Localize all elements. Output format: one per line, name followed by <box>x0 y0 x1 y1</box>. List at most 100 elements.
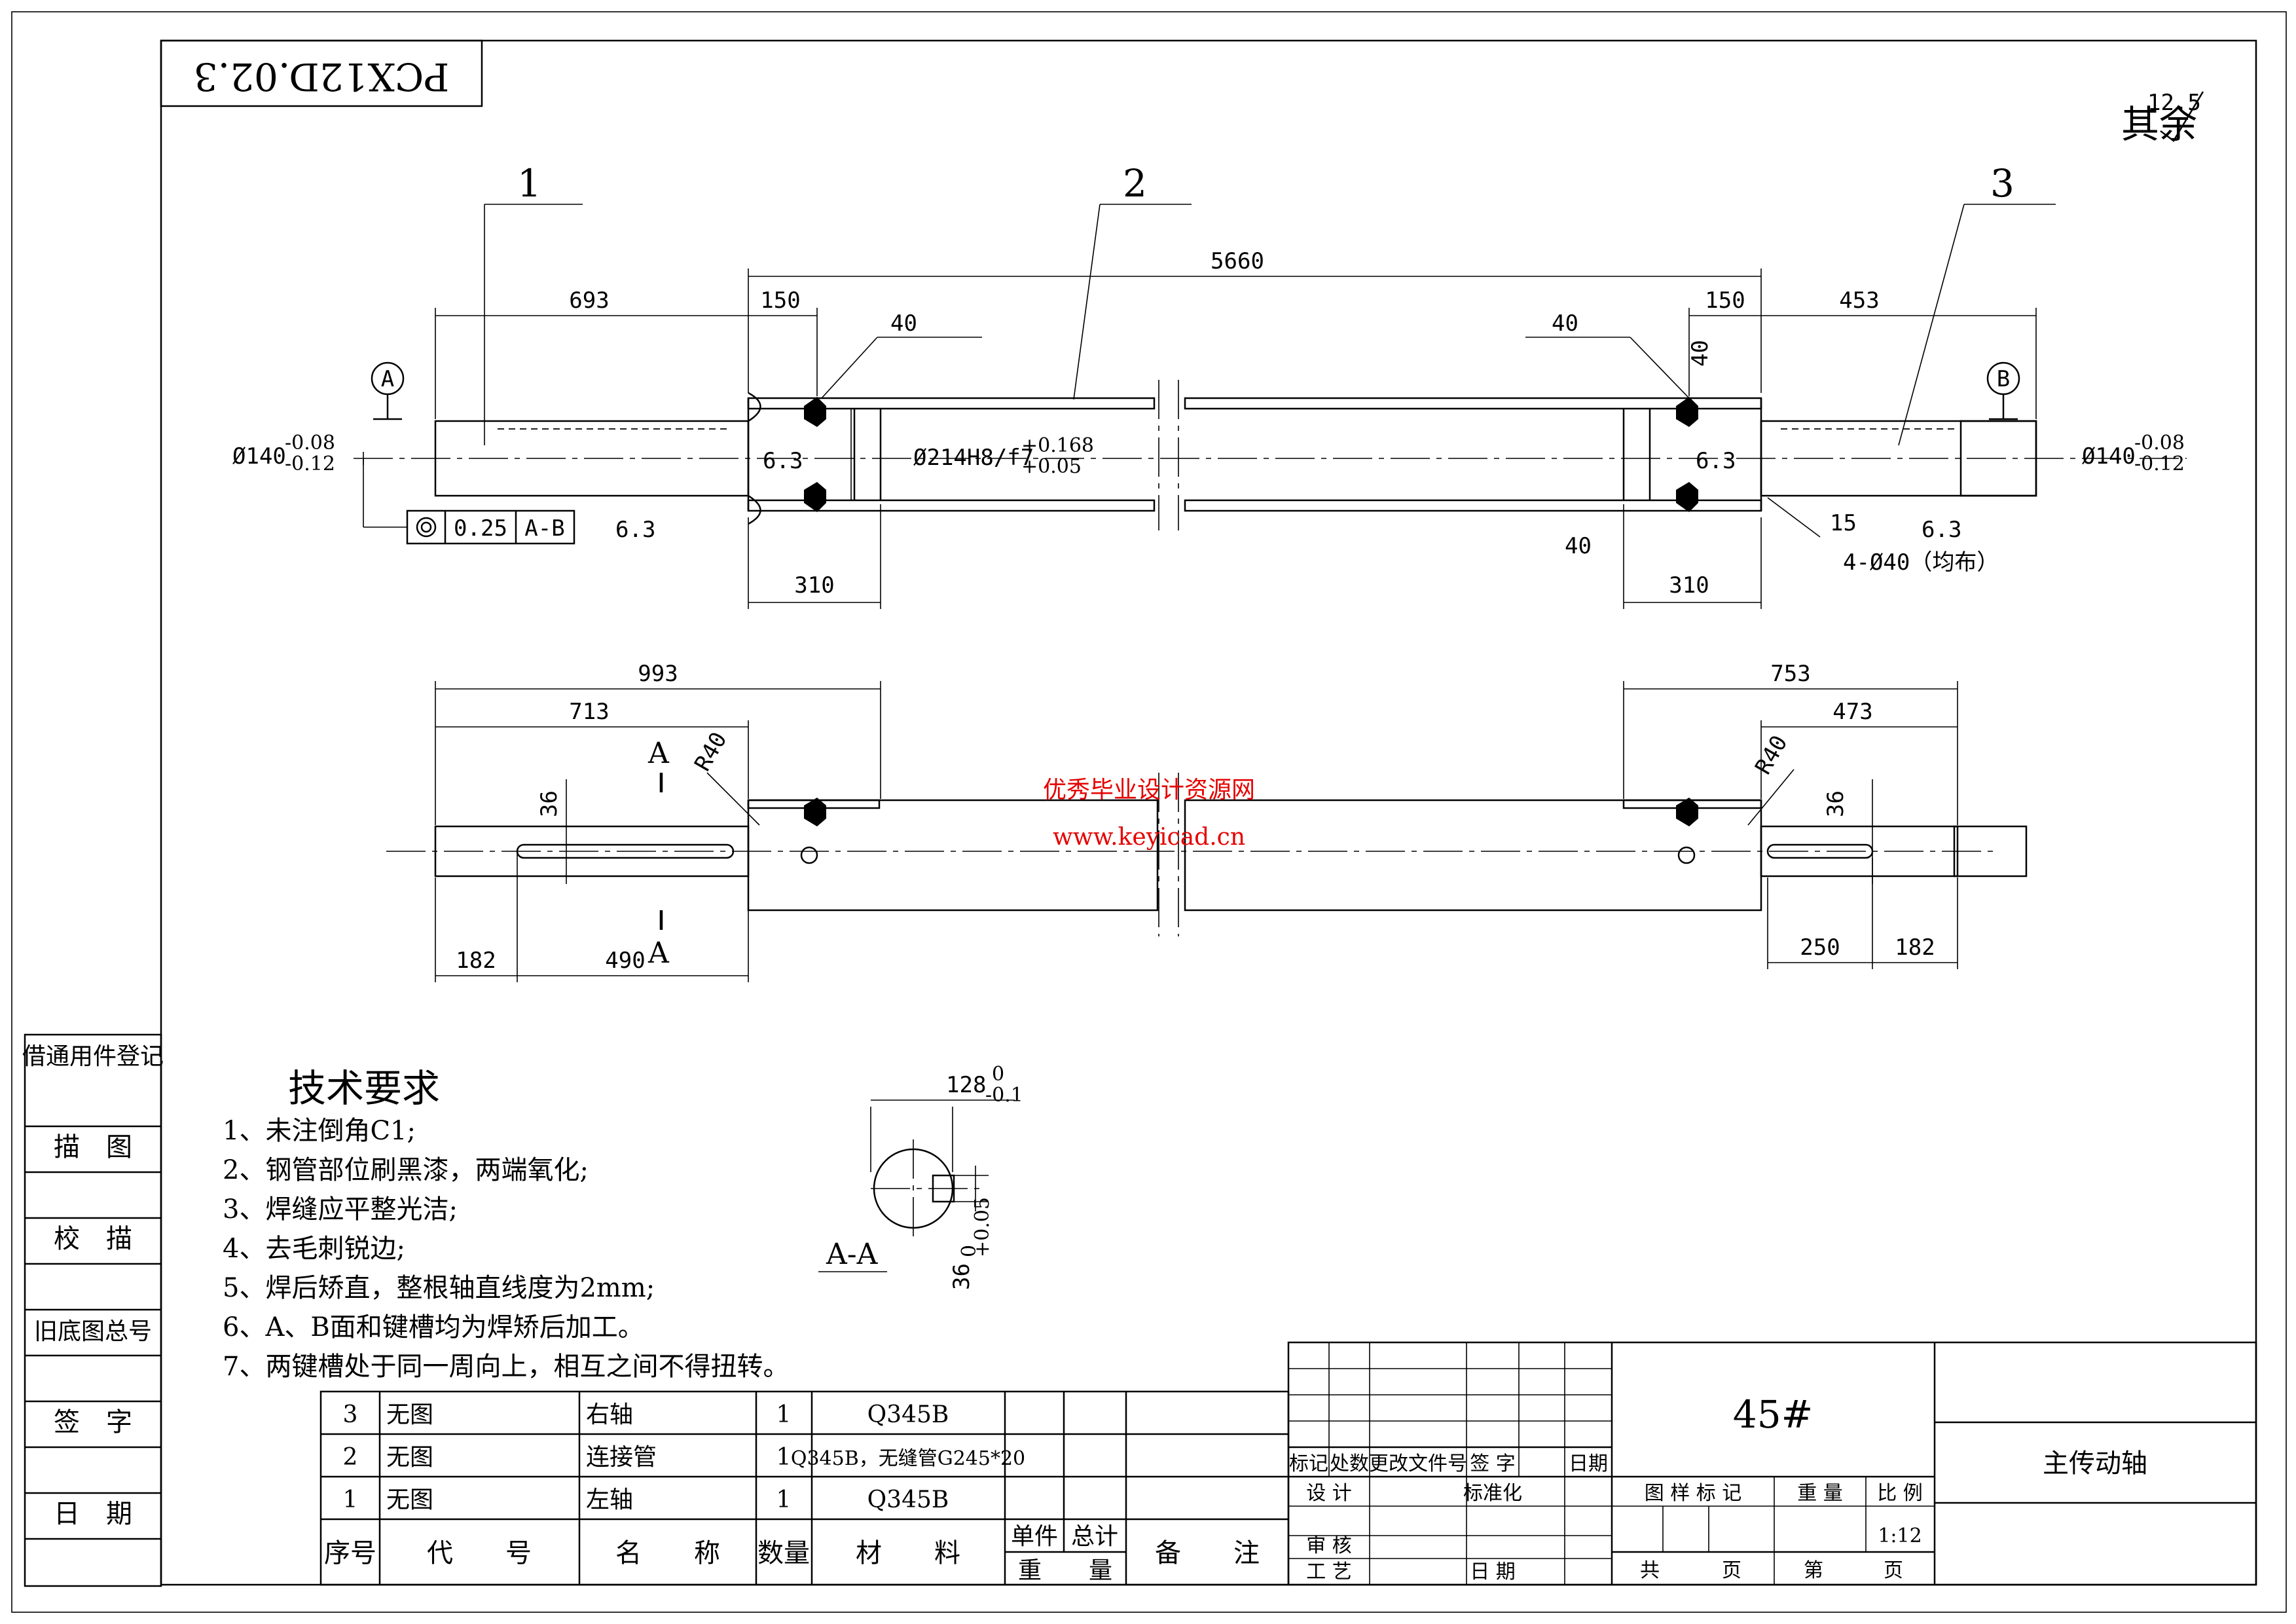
tb-sheet-page: 页 <box>1884 1559 1903 1582</box>
front-view: 993 713 753 473 R40 R40 36 36 182 490 25… <box>386 661 2028 982</box>
dim-150-right: 150 <box>1705 287 1745 314</box>
bom-row2-no: 2 <box>343 1444 358 1471</box>
svg-text:-0.08: -0.08 <box>2134 432 2185 454</box>
tb-scale: 1:12 <box>1878 1524 1922 1547</box>
bom-header-remark: 备 注 <box>1155 1538 1260 1568</box>
rough-6.3-a: 6.3 <box>763 448 803 474</box>
dia-right: Ø140 <box>2082 443 2136 470</box>
datum-a: A <box>381 366 394 392</box>
section-mark-top: A <box>647 737 670 770</box>
side-label-borrow: 借通用件登记 <box>22 1043 164 1070</box>
tech-note-6: 6、A、B面和键槽均为焊矫后加工。 <box>223 1312 644 1342</box>
tb-standard: 标准化 <box>1463 1482 1522 1505</box>
technical-requirements: 技术要求 1、未注倒角C1; 2、钢管部位刷黑漆，两端氧化; 3、焊缝应平整光洁… <box>223 1066 789 1382</box>
side-label-check: 校 描 <box>54 1224 132 1254</box>
section-mark-bottom: A <box>647 936 670 970</box>
holes-spec: 4-Ø40（均布） <box>1843 549 1999 576</box>
dim-713: 713 <box>569 699 609 725</box>
rev-doc: 更改文件号 <box>1369 1452 1467 1475</box>
datum-b: B <box>1997 366 2010 392</box>
bom-row2-material: Q345B，无缝管G245*20 <box>791 1447 1025 1470</box>
bom-header-total: 总计 <box>1071 1523 1118 1550</box>
svg-text:-0.1: -0.1 <box>985 1084 1023 1107</box>
side-label-sign: 签 字 <box>54 1407 132 1437</box>
watermark-line1: 优秀毕业设计资源网 <box>1043 777 1255 803</box>
dim-993: 993 <box>638 661 678 687</box>
tb-sample-mark: 图 样 标 记 <box>1645 1482 1742 1505</box>
dim-182-left: 182 <box>456 948 496 974</box>
svg-text:0: 0 <box>958 1245 981 1257</box>
tb-part-name: 主传动轴 <box>2043 1449 2147 1479</box>
rev-date: 日期 <box>1569 1452 1608 1475</box>
runout-datum: A-B <box>524 515 564 542</box>
wall-40: 40 <box>1687 340 1713 367</box>
section-depth: 36 <box>949 1263 975 1290</box>
svg-text:12.5: 12.5 <box>2147 90 2201 116</box>
bom-row3-code: 无图 <box>386 1401 433 1428</box>
dim-5660: 5660 <box>1211 248 1264 274</box>
svg-text:+0.05: +0.05 <box>1021 455 1082 478</box>
dim-473: 473 <box>1832 699 1872 725</box>
dim-490: 490 <box>605 948 645 974</box>
bom-row1-material: Q345B <box>867 1486 949 1513</box>
side-label-trace: 描 图 <box>54 1132 132 1162</box>
drawing-number-box: PCX12D.02.3 <box>160 39 483 107</box>
rough-6.3-d: 6.3 <box>1922 517 1961 543</box>
part-label-1: 1 <box>517 161 541 206</box>
tb-scale-label: 比 例 <box>1877 1482 1923 1505</box>
bom-header-weight: 重 量 <box>1018 1557 1112 1584</box>
svg-text:0: 0 <box>992 1063 1004 1086</box>
rough-6.3-c: 6.3 <box>615 517 655 543</box>
bom-header-qty: 数量 <box>757 1538 810 1568</box>
tech-note-4: 4、去毛刺锐边; <box>223 1234 405 1264</box>
side-label-old-no: 旧底图总号 <box>34 1318 152 1345</box>
tb-review: 审 核 <box>1306 1534 1352 1557</box>
bom-header-name: 名 称 <box>615 1538 720 1568</box>
bill-of-materials: 3 无图 右轴 1 Q345B 2 无图 连接管 1 Q345B，无缝管G245… <box>319 1390 1290 1586</box>
tech-note-2: 2、钢管部位刷黑漆，两端氧化; <box>223 1155 589 1185</box>
dim-753: 753 <box>1770 661 1810 687</box>
tb-total: 共 <box>1640 1559 1660 1582</box>
side-label-column: 借通用件登记 描 图 校 描 旧底图总号 签 字 日 期 <box>22 1033 164 1587</box>
bom-row3-qty: 1 <box>776 1401 792 1428</box>
tech-note-1: 1、未注倒角C1; <box>223 1116 416 1146</box>
tech-note-3: 3、焊缝应平整光洁; <box>223 1194 458 1225</box>
radius-left: R40 <box>689 728 732 775</box>
section-width: 128 <box>946 1072 986 1098</box>
top-view: 1 2 3 5660 693 150 150 453 40 40 40 310 <box>232 161 2187 609</box>
svg-text:其余: 其余 <box>2121 102 2197 147</box>
runout-frame: 0.25 A-B <box>363 458 575 545</box>
dim-693: 693 <box>569 287 609 314</box>
bore-fit: Ø214H8/f7 <box>913 445 1034 471</box>
bom-row2-qty: 1 <box>776 1444 792 1471</box>
rough-6.3-b: 6.3 <box>1696 448 1736 474</box>
tb-sheet-no: 第 <box>1804 1559 1823 1582</box>
tb-process: 工 艺 <box>1306 1560 1352 1583</box>
bom-row1-name: 左轴 <box>586 1486 633 1513</box>
svg-text:-0.08: -0.08 <box>285 432 335 454</box>
tb-design: 设 计 <box>1306 1482 1352 1505</box>
tech-note-7: 7、两键槽处于同一周向上，相互之间不得扭转。 <box>223 1352 789 1382</box>
bom-header-unit: 单件 <box>1011 1523 1058 1550</box>
outer-frame <box>11 11 2287 1613</box>
section-label: A-A <box>826 1238 879 1271</box>
svg-text:+0.168: +0.168 <box>1021 434 1094 457</box>
tb-material: 45# <box>1733 1392 1813 1437</box>
dim-150-left: 150 <box>760 287 800 314</box>
svg-text:-0.12: -0.12 <box>2134 452 2185 475</box>
dim-182-right: 182 <box>1895 934 1935 961</box>
bom-header-material: 材 料 <box>856 1538 960 1568</box>
tb-page: 页 <box>1722 1559 1741 1582</box>
svg-text:-0.12: -0.12 <box>285 452 335 475</box>
key-36-right: 36 <box>1823 790 1849 817</box>
title-block: 标记 处数 更改文件号 签 字 日期 设 计 标准化 审 核 工 艺 日 期 4… <box>1287 1341 2257 1586</box>
dim-40-low: 40 <box>1565 533 1592 559</box>
section-view: 128 0 -0.1 36 +0.05 0 A-A <box>818 1063 1023 1290</box>
part-label-3: 3 <box>1990 161 2014 206</box>
tb-weight: 重 量 <box>1797 1482 1843 1505</box>
bom-row1-code: 无图 <box>386 1486 433 1513</box>
part-label-2: 2 <box>1123 161 1147 206</box>
bom-header-no: 序号 <box>324 1538 376 1568</box>
bom-row2-name: 连接管 <box>586 1444 657 1471</box>
